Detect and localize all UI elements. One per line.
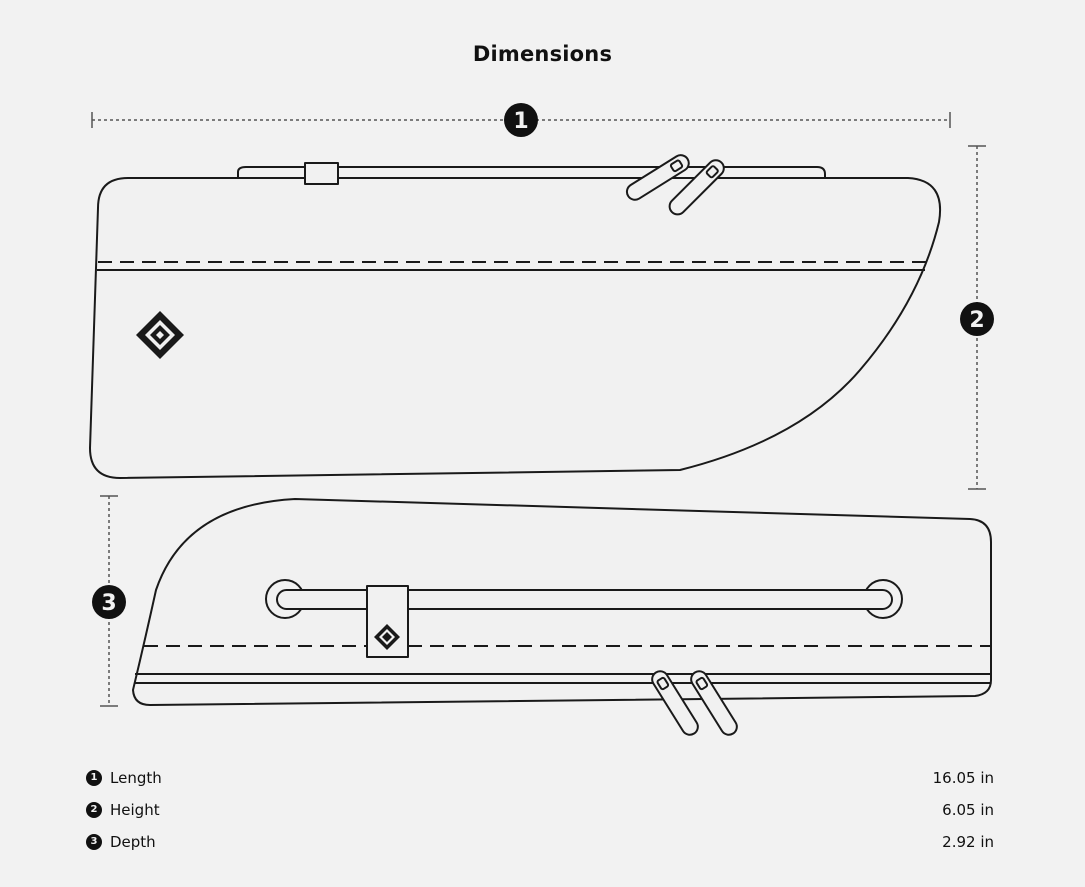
depth-marker: 3 — [92, 585, 126, 619]
height-marker-label: 2 — [969, 308, 984, 333]
depth-marker-label: 3 — [101, 591, 116, 616]
spec-row-height: 2 Height 6.05 in — [86, 794, 994, 826]
height-marker: 2 — [960, 302, 994, 336]
dimension-marker-icon: 3 — [86, 834, 102, 850]
spec-value: 2.92 in — [942, 833, 994, 851]
spec-row-length: 1 Length 16.05 in — [86, 762, 994, 794]
spec-value: 16.05 in — [932, 769, 994, 787]
spec-label: Length — [110, 769, 162, 787]
spec-label: Depth — [110, 833, 156, 851]
length-marker: 1 — [504, 103, 538, 137]
dimension-marker-icon: 2 — [86, 802, 102, 818]
bag-top-view — [132, 498, 992, 706]
page-title: Dimensions — [472, 42, 613, 66]
length-marker-label: 1 — [513, 109, 528, 134]
bag-side-view — [89, 162, 941, 479]
spec-label: Height — [110, 801, 160, 819]
brand-logo-icon — [374, 624, 400, 650]
zipper-pull-icon — [625, 154, 725, 216]
height-dimension-line — [968, 145, 986, 490]
dimension-marker-icon: 1 — [86, 770, 102, 786]
spec-row-depth: 3 Depth 2.92 in — [86, 826, 994, 858]
spec-value: 6.05 in — [942, 801, 994, 819]
brand-logo-icon — [136, 311, 184, 359]
dimension-specs-list: 1 Length 16.05 in 2 Height 6.05 in 3 Dep… — [86, 762, 994, 858]
zipper-pull-icon — [651, 670, 738, 736]
